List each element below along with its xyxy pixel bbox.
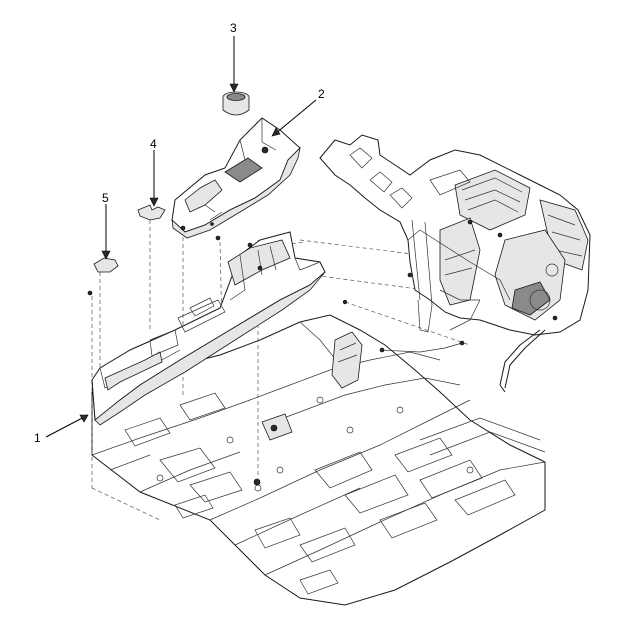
callout-3: 3 [230,21,237,35]
upper-console [171,117,301,239]
callout-1: 1 [34,431,41,445]
callout-4: 4 [150,137,157,151]
bracket [137,204,166,221]
floor-panel [91,314,546,606]
callout-5: 5 [102,191,109,205]
fasteners [87,222,348,305]
heater-assembly [319,134,591,393]
leader-lines [45,36,317,438]
shift-mechanism [253,331,363,486]
cap [93,257,119,273]
callout-2: 2 [318,87,325,101]
floor-console [91,231,326,426]
shift-knob [222,91,250,116]
